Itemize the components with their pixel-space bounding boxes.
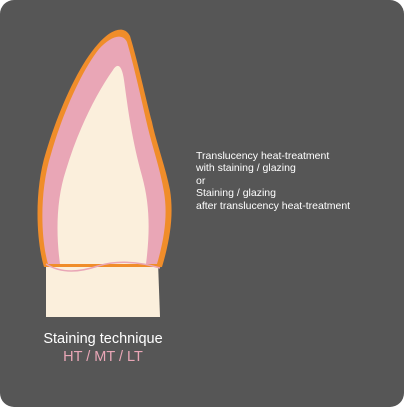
description-line: Staining / glazing: [196, 187, 401, 199]
caption-title: Staining technique: [0, 330, 206, 348]
description-line: Translucency heat-treatment: [196, 150, 401, 162]
description-line: with staining / glazing: [196, 162, 401, 174]
treatment-description: Translucency heat-treatment with stainin…: [196, 150, 401, 212]
caption-subtitle: HT / MT / LT: [0, 348, 206, 366]
caption: Staining technique HT / MT / LT: [0, 330, 206, 366]
description-line: or: [196, 175, 401, 187]
description-line: after translucency heat-treatment: [196, 200, 401, 212]
